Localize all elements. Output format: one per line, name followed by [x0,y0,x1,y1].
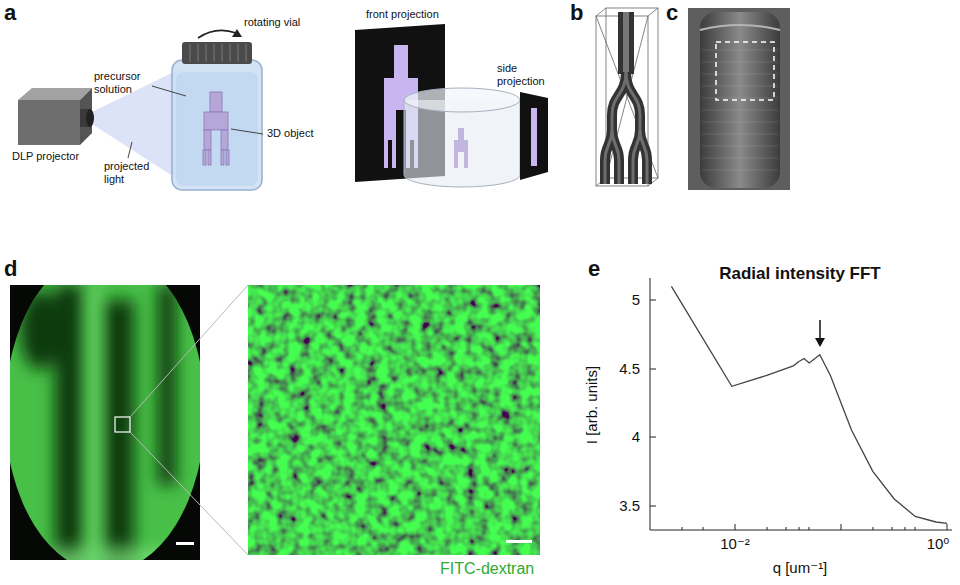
side-projection-screen [520,92,548,180]
panel-label: d [4,256,17,281]
panel-label: c [666,0,678,25]
annotation: side projection [497,62,553,87]
tick-label: 5 [632,291,640,308]
printed-object [203,92,229,165]
axis-title: I [arb. units] [583,366,600,444]
vial-photo [688,8,790,190]
annotation: front projection [366,8,439,21]
peak-arrow [815,320,825,347]
tick-label: 3.5 [619,497,640,514]
tick-label: 4.5 [619,360,640,377]
panel-label: e [588,256,600,281]
annotation: 3D object [267,127,313,140]
cad-model [596,8,658,186]
annotation: rotating vial [244,16,300,29]
chart-title: Radial intensity FFT [719,264,881,284]
fluorescence-zoom [248,285,540,555]
zoom-line [130,285,248,555]
fft-curve [671,286,947,523]
channel-label: FITC-dextran [440,560,534,578]
panel-label: b [570,0,583,25]
fluorescence-overview [0,250,210,580]
annotation: projected light [104,160,164,185]
glass-cylinder [404,88,520,187]
dlp-projector [18,88,94,145]
annotation: precursor solution [94,70,150,95]
rotating-vial [172,29,262,190]
annotation: DLP projector [12,150,79,163]
tick-label: 4 [632,428,640,445]
leader-line [128,86,263,158]
panel-label: a [4,0,16,25]
tick-label: 10⁻² [720,535,750,552]
chart-axes [650,278,952,530]
axis-title: q [um⁻¹] [773,559,828,576]
tick-label: 10⁰ [927,535,950,552]
